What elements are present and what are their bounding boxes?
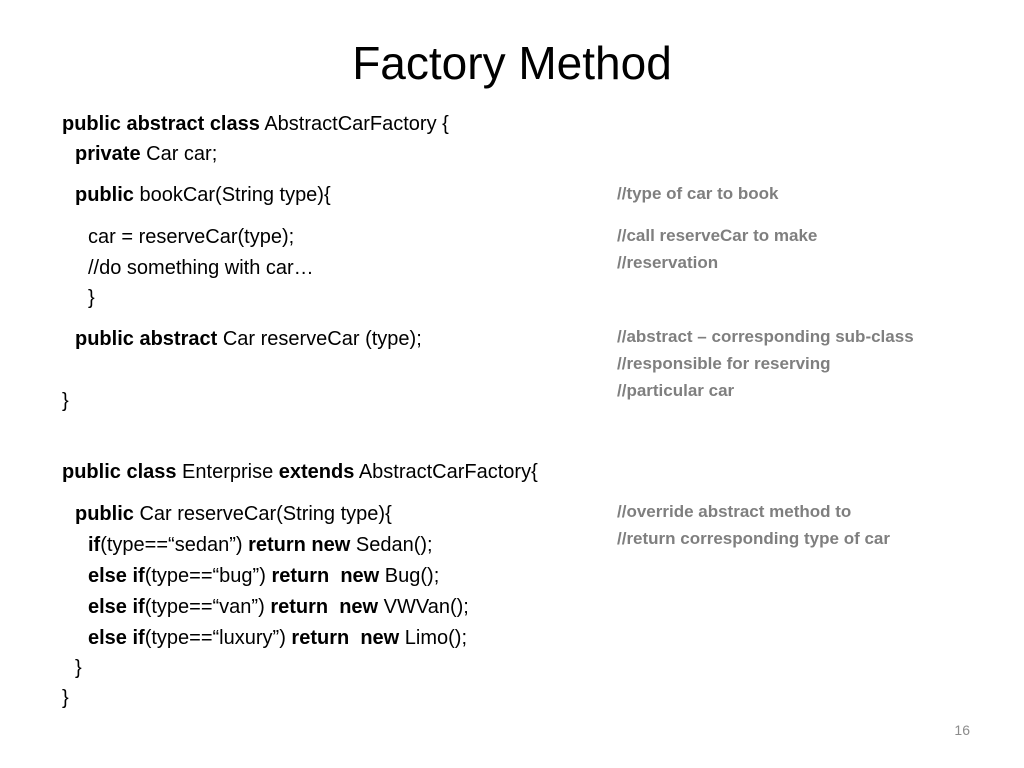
- code-line-abstract-method: public abstract Car reserveCar (type);: [75, 326, 422, 352]
- code-text: Car reserveCar (type);: [217, 328, 422, 350]
- code-text: (type==“luxury”): [144, 627, 292, 649]
- code-line-close-brace: }: [88, 285, 95, 311]
- code-text: AbstractCarFactory{: [354, 461, 538, 483]
- slide-title: Factory Method: [352, 37, 672, 89]
- code-text: (type==“van”): [144, 596, 271, 618]
- code-text: Enterprise: [176, 461, 279, 483]
- code-text: Sedan();: [350, 534, 433, 556]
- keyword: if: [88, 534, 101, 556]
- code-line-subclass-declaration: public class Enterprise extends Abstract…: [62, 459, 538, 485]
- code-line-comment: //do something with car…: [88, 255, 314, 281]
- comment-type-of-car: //type of car to book: [617, 184, 779, 203]
- keyword: public: [75, 503, 134, 525]
- keyword: public class: [62, 461, 177, 483]
- code-line-else-if-luxury: else if(type==“luxury”) return new Limo(…: [88, 625, 467, 651]
- code-line-class-declaration: public abstract class AbstractCarFactory…: [62, 111, 449, 137]
- code-text: }: [75, 657, 82, 679]
- code-text: }: [62, 687, 69, 709]
- code-text: }: [88, 287, 95, 309]
- code-line-field: private Car car;: [75, 141, 217, 167]
- code-line-override-method: public Car reserveCar(String type){: [75, 501, 392, 527]
- code-text: VWVan();: [378, 596, 469, 618]
- keyword: private: [75, 143, 141, 165]
- keyword: else if: [88, 565, 145, 587]
- keyword: public abstract class: [62, 113, 260, 135]
- keyword: return new: [270, 596, 379, 618]
- code-text: Car car;: [140, 143, 218, 165]
- comment-particular-car: //particular car: [617, 381, 735, 400]
- comment-abstract: //abstract – corresponding sub-class: [617, 327, 914, 346]
- comment-call-reservecar: //call reserveCar to make: [617, 226, 818, 245]
- code-line-subclass-close: }: [62, 685, 69, 711]
- page-number: 16: [954, 722, 970, 738]
- comment-override: //override abstract method to: [617, 502, 852, 521]
- code-text: Limo();: [399, 627, 468, 649]
- code-text: AbstractCarFactory {: [259, 113, 449, 135]
- code-line-bookcar: public bookCar(String type){: [75, 182, 331, 208]
- keyword: extends: [278, 461, 355, 483]
- keyword: public: [75, 184, 134, 206]
- code-line-reserve-call: car = reserveCar(type);: [88, 224, 294, 250]
- code-text: }: [62, 390, 69, 412]
- code-text: //do something with car…: [88, 257, 314, 279]
- code-text: bookCar(String type){: [133, 184, 331, 206]
- keyword: public abstract: [75, 328, 218, 350]
- code-line-method-close: }: [75, 655, 82, 681]
- code-text: car = reserveCar(type);: [88, 226, 295, 248]
- comment-responsible: //responsible for reserving: [617, 354, 831, 373]
- code-line-if-sedan: if(type==“sedan”) return new Sedan();: [88, 532, 433, 558]
- comment-reservation: //reservation: [617, 253, 719, 272]
- keyword: else if: [88, 627, 145, 649]
- code-line-else-if-van: else if(type==“van”) return new VWVan();: [88, 594, 469, 620]
- keyword: return new: [248, 534, 351, 556]
- code-text: (type==“sedan”): [100, 534, 249, 556]
- comment-return-type: //return corresponding type of car: [617, 529, 890, 548]
- code-line-else-if-bug: else if(type==“bug”) return new Bug();: [88, 563, 439, 589]
- code-text: (type==“bug”): [144, 565, 272, 587]
- keyword: return new: [291, 627, 400, 649]
- code-line-class-close: }: [62, 388, 69, 414]
- code-text: Bug();: [379, 565, 440, 587]
- code-text: Car reserveCar(String type){: [133, 503, 392, 525]
- keyword: else if: [88, 596, 145, 618]
- keyword: return new: [271, 565, 380, 587]
